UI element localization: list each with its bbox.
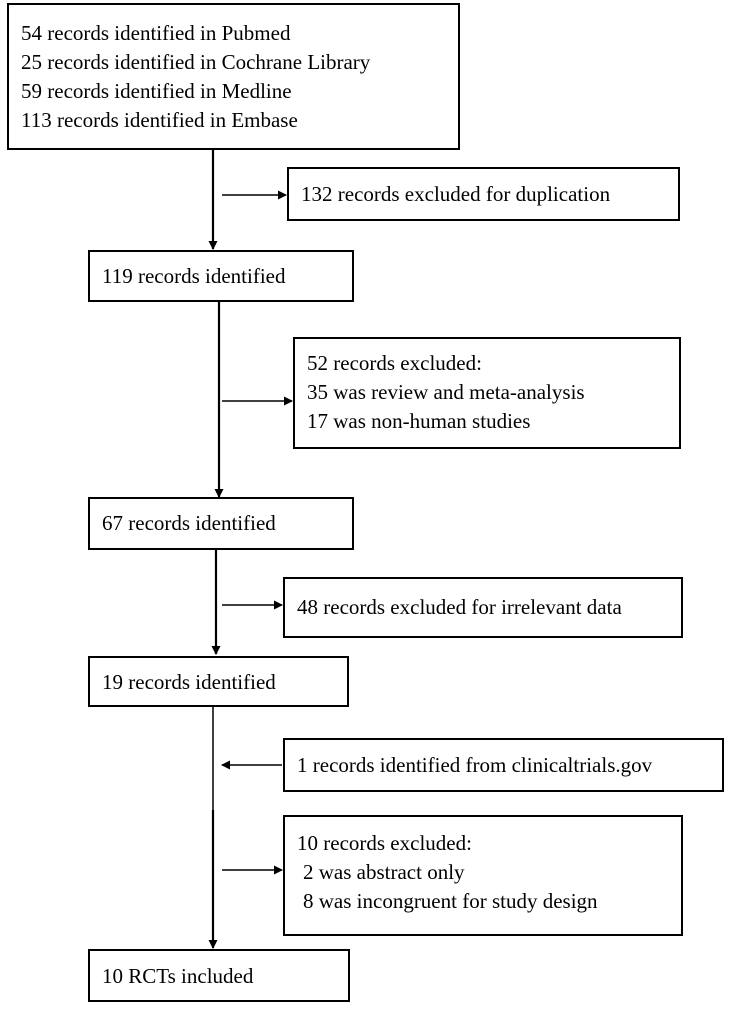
sources-box: 54 records identified in Pubmed 25 recor… bbox=[7, 3, 460, 150]
excluded-header-2: 10 records excluded: bbox=[297, 831, 472, 855]
identified-text-1: 119 records identified bbox=[102, 264, 286, 288]
identified-box-1: 119 records identified bbox=[88, 250, 354, 302]
excluded-irrelevant-box: 48 records excluded for irrelevant data bbox=[283, 577, 683, 638]
excluded-reason-review: 35 was review and meta-analysis bbox=[307, 380, 585, 404]
excluded-duplication-text: 132 records excluded for duplication bbox=[301, 182, 611, 206]
excluded-box-2: 10 records excluded: 2 was abstract only… bbox=[283, 815, 683, 936]
source-medline: 59 records identified in Medline bbox=[21, 79, 292, 103]
excluded-box-1: 52 records excluded: 35 was review and m… bbox=[293, 337, 681, 449]
included-box: 10 RCTs included bbox=[88, 949, 350, 1002]
excluded-header-1: 52 records excluded: bbox=[307, 351, 482, 375]
excluded-reason-design: 8 was incongruent for study design bbox=[303, 889, 598, 913]
excluded-irrelevant-text: 48 records excluded for irrelevant data bbox=[297, 595, 622, 619]
identified-box-3: 19 records identified bbox=[88, 656, 349, 707]
included-text: 10 RCTs included bbox=[102, 964, 254, 988]
clinicaltrials-box: 1 records identified from clinicaltrials… bbox=[283, 738, 724, 792]
source-pubmed: 54 records identified in Pubmed bbox=[21, 21, 291, 45]
excluded-duplication-box: 132 records excluded for duplication bbox=[287, 167, 680, 221]
clinicaltrials-text: 1 records identified from clinicaltrials… bbox=[297, 753, 653, 777]
source-embase: 113 records identified in Embase bbox=[21, 108, 298, 132]
excluded-reason-abstract: 2 was abstract only bbox=[303, 860, 465, 884]
excluded-reason-nonhuman: 17 was non-human studies bbox=[307, 409, 531, 433]
identified-text-2: 67 records identified bbox=[102, 511, 276, 535]
identified-text-3: 19 records identified bbox=[102, 670, 276, 694]
identified-box-2: 67 records identified bbox=[88, 497, 354, 550]
source-cochrane: 25 records identified in Cochrane Librar… bbox=[21, 50, 371, 74]
